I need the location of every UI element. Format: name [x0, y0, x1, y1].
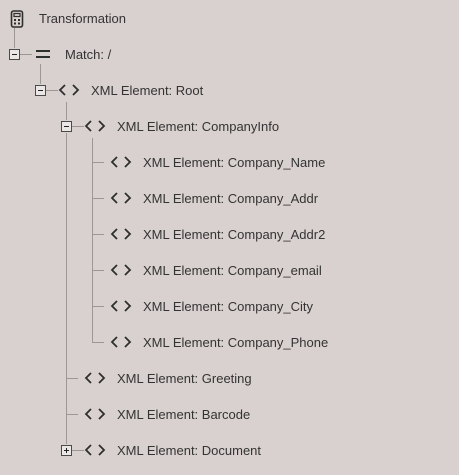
node-label: XML Element: Barcode	[117, 407, 251, 422]
tree-node-transformation[interactable]: Transformation	[0, 0, 459, 36]
tree-line	[66, 102, 67, 120]
tree-line	[92, 342, 104, 343]
tree-line	[92, 234, 104, 235]
calculator-icon	[10, 10, 24, 28]
tree-node-company-addr[interactable]: XML Element: Company_Addr	[0, 180, 459, 216]
tree-node-greeting[interactable]: XML Element: Greeting	[0, 360, 459, 396]
tree-line	[46, 90, 58, 91]
tree-node-barcode[interactable]: XML Element: Barcode	[0, 396, 459, 432]
tree-line	[92, 138, 93, 342]
node-label: XML Element: Company_email	[143, 263, 322, 278]
code-brackets-icon	[110, 226, 132, 242]
node-label: XML Element: Company_Addr2	[143, 227, 326, 242]
tree-line	[92, 198, 104, 199]
tree-node-company-email[interactable]: XML Element: Company_email	[0, 252, 459, 288]
node-label: XML Element: Company_Phone	[143, 335, 329, 350]
node-label: XML Element: Company_Addr	[143, 191, 319, 206]
tree-line	[92, 306, 104, 307]
tree-line	[66, 414, 78, 415]
code-brackets-icon	[84, 118, 106, 134]
tree-line	[66, 133, 67, 444]
tree-node-company-addr2[interactable]: XML Element: Company_Addr2	[0, 216, 459, 252]
code-brackets-icon	[110, 190, 132, 206]
tree-line	[66, 378, 78, 379]
code-brackets-icon	[84, 406, 106, 422]
tree-node-companyinfo[interactable]: XML Element: CompanyInfo	[0, 108, 459, 144]
tree-line	[14, 28, 15, 48]
code-brackets-icon	[110, 262, 132, 278]
node-label: XML Element: Greeting	[117, 371, 252, 386]
node-label: Match: /	[65, 47, 112, 62]
tree-line	[20, 54, 32, 55]
node-label: Transformation	[39, 11, 126, 26]
tree-node-root[interactable]: XML Element: Root	[0, 72, 459, 108]
tree-line	[40, 64, 41, 84]
code-brackets-icon	[84, 370, 106, 386]
node-label: XML Element: Root	[91, 83, 204, 98]
tree-line	[72, 450, 84, 451]
code-brackets-icon	[84, 442, 106, 458]
tree-node-company-phone[interactable]: XML Element: Company_Phone	[0, 324, 459, 360]
node-label: XML Element: Company_City	[143, 299, 314, 314]
collapse-toggle[interactable]	[35, 85, 46, 96]
tree-line	[92, 162, 104, 163]
collapse-toggle[interactable]	[61, 121, 72, 132]
tree-node-company-name[interactable]: XML Element: Company_Name	[0, 144, 459, 180]
node-label: XML Element: Document	[117, 443, 262, 458]
node-label: XML Element: Company_Name	[143, 155, 326, 170]
tree-node-company-city[interactable]: XML Element: Company_City	[0, 288, 459, 324]
expand-toggle[interactable]	[61, 445, 72, 456]
equals-icon	[34, 46, 52, 62]
node-label: XML Element: CompanyInfo	[117, 119, 280, 134]
tree-line	[72, 126, 84, 127]
collapse-toggle[interactable]	[9, 49, 20, 60]
code-brackets-icon	[58, 82, 80, 98]
tree-node-match[interactable]: Match: /	[0, 36, 459, 72]
code-brackets-icon	[110, 334, 132, 350]
tree-line	[92, 270, 104, 271]
code-brackets-icon	[110, 298, 132, 314]
code-brackets-icon	[110, 154, 132, 170]
tree-node-document[interactable]: XML Element: Document	[0, 432, 459, 468]
